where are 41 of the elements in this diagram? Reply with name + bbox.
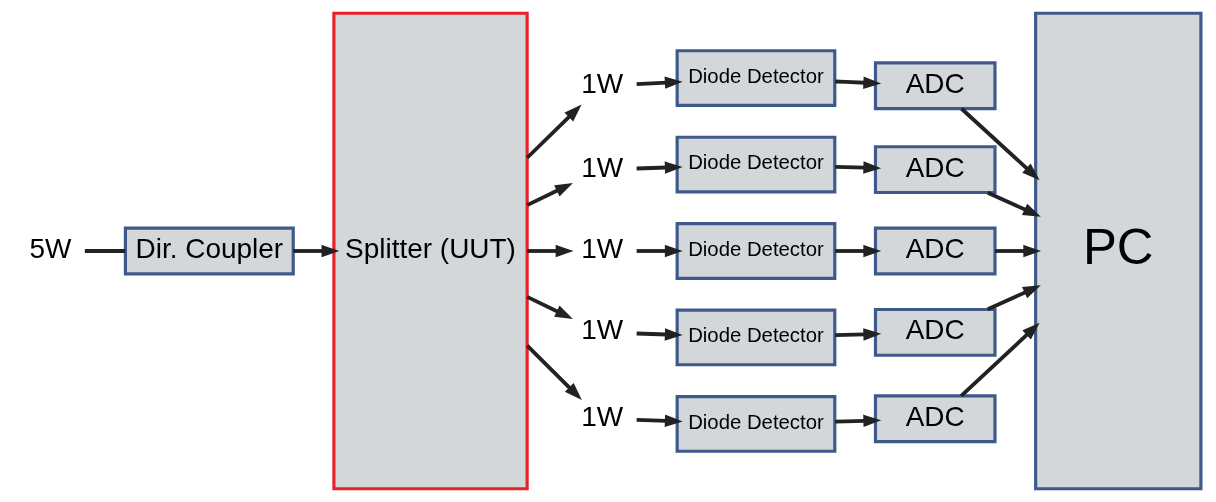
node-box: ADC [873, 226, 997, 276]
arrow [834, 328, 881, 341]
node-box: ADC [873, 307, 997, 357]
node-box: ADC [873, 61, 997, 111]
arrow [636, 76, 683, 89]
arrow [986, 285, 1041, 311]
node-box: Diode Detector [675, 49, 836, 108]
node-box: Diode Detector [675, 135, 836, 194]
arrow [834, 161, 881, 174]
node-box: Diode Detector [675, 222, 836, 280]
node-box: Splitter (UUT) [331, 11, 529, 491]
arrow [986, 191, 1041, 217]
arrow [525, 344, 582, 400]
node-text: 1W [580, 233, 623, 265]
node-text: 1W [580, 67, 623, 99]
arrow [636, 161, 683, 174]
node-box: Diode Detector [675, 308, 836, 367]
connector [84, 249, 125, 253]
node-box: ADC [873, 145, 997, 195]
arrow [526, 244, 573, 258]
node-text: 1W [580, 314, 623, 346]
arrow [525, 295, 573, 319]
arrow [292, 244, 339, 258]
arrow [834, 244, 881, 258]
arrow [834, 414, 881, 428]
arrow [636, 244, 683, 258]
node-box: Dir. Coupler [123, 226, 295, 276]
arrow [994, 244, 1041, 258]
arrow [525, 104, 582, 160]
node-box: ADC [873, 394, 997, 444]
node-text: 1W [580, 151, 623, 183]
arrow [525, 183, 573, 207]
arrow [636, 328, 683, 341]
node-text: 5W [28, 233, 71, 265]
arrow [959, 322, 1040, 398]
node-box: PC [1033, 11, 1202, 491]
arrow [834, 76, 881, 89]
arrow [636, 414, 683, 428]
node-box: Diode Detector [675, 394, 836, 453]
node-text: 1W [580, 400, 623, 432]
arrow [959, 107, 1040, 181]
